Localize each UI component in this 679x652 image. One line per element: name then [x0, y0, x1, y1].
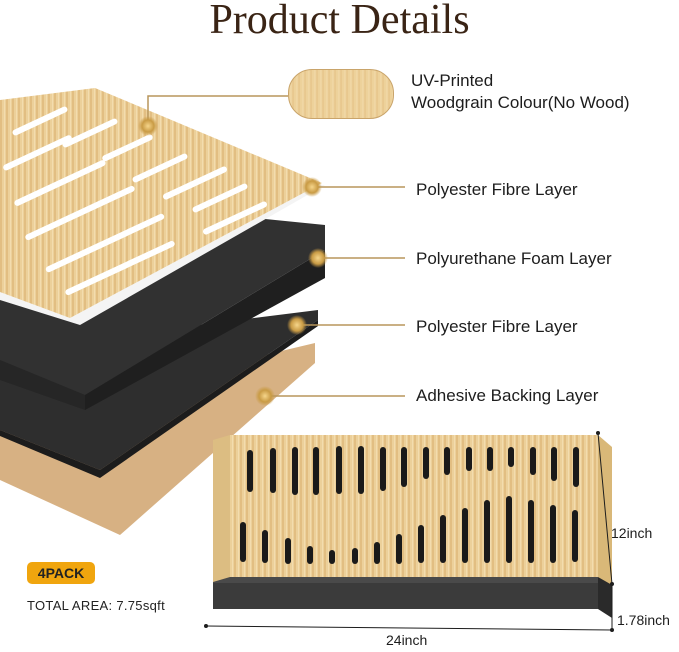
top-panel-slots [3, 106, 268, 296]
leader-dots [138, 116, 328, 406]
woodgrain-color-swatch [288, 69, 394, 119]
assembled-panel [213, 435, 612, 618]
layer-label-polyester-upper: Polyester Fibre Layer [416, 180, 578, 199]
assembled-panel-slots [240, 446, 579, 564]
adhesive-backing-layer [0, 343, 315, 535]
pack-badge: 4PACK [27, 562, 95, 584]
dimension-width: 24inch [386, 632, 428, 648]
dimension-thickness: 1.78inch [617, 612, 670, 628]
dimension-lines [205, 432, 613, 631]
woodgrain-top-panel [0, 88, 322, 318]
dimension-height: 12inch [611, 525, 653, 541]
layer-label-polyester-lower: Polyester Fibre Layer [416, 317, 578, 336]
layer-label-woodgrain-colour: Woodgrain Colour(No Wood) [411, 93, 630, 112]
layer-label-polyurethane-foam: Polyurethane Foam Layer [416, 249, 612, 268]
total-area-text: TOTAL AREA: 7.75sqft [27, 598, 165, 613]
leader-lines [147, 95, 405, 397]
page-title: Product Details [209, 0, 470, 43]
layer-label-uv-printed: UV-Printed [411, 71, 494, 90]
polyurethane-foam-layer [0, 215, 325, 395]
layer-label-adhesive-backing: Adhesive Backing Layer [416, 386, 599, 405]
